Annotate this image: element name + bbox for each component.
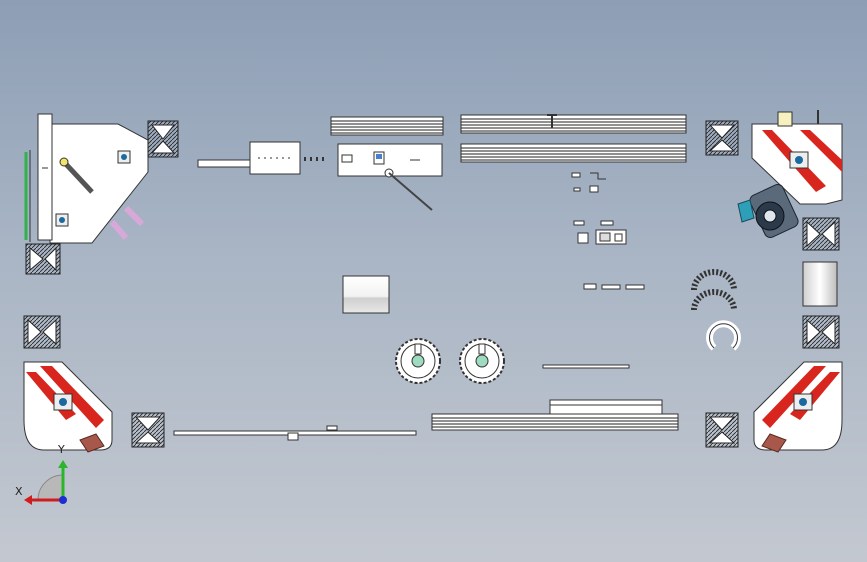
thin-rod[interactable] [542,364,630,369]
sprocket-2[interactable] [459,338,505,384]
head-assembly-right[interactable] [751,110,843,205]
boot-assembly-left[interactable] [23,315,113,453]
duct-flange-4[interactable] [802,217,840,251]
duct-flange-3[interactable] [705,120,739,156]
sprocket-1[interactable] [395,338,441,384]
duct-flange-7[interactable] [705,412,739,448]
axis-x-label: X [15,485,23,498]
rail-top-3[interactable] [460,143,687,163]
axis-triad [24,460,68,505]
small-brackets[interactable] [571,172,627,245]
duct-flange-1[interactable] [147,120,179,158]
cover-block[interactable] [342,275,390,314]
rail-top-2[interactable] [460,114,687,134]
head-assembly-left[interactable] [24,113,149,244]
duct-flange-5[interactable] [802,315,840,349]
rail-top-1[interactable] [330,116,444,136]
shaft-part[interactable] [197,141,324,175]
arc-segments[interactable] [691,269,737,311]
duct-flange-6[interactable] [131,412,165,448]
boot-assembly-right[interactable] [753,361,843,453]
duct-flange-2[interactable] [25,243,61,275]
gearbox-housing[interactable] [337,143,443,211]
rail-bottom-left[interactable] [173,425,417,441]
small-plates[interactable] [583,283,645,290]
rail-bottom-right[interactable] [431,399,679,431]
motor[interactable] [737,183,800,240]
cylinder-tube[interactable] [802,261,838,307]
c-clip[interactable] [706,320,741,351]
axis-y-label: Y [58,443,65,456]
